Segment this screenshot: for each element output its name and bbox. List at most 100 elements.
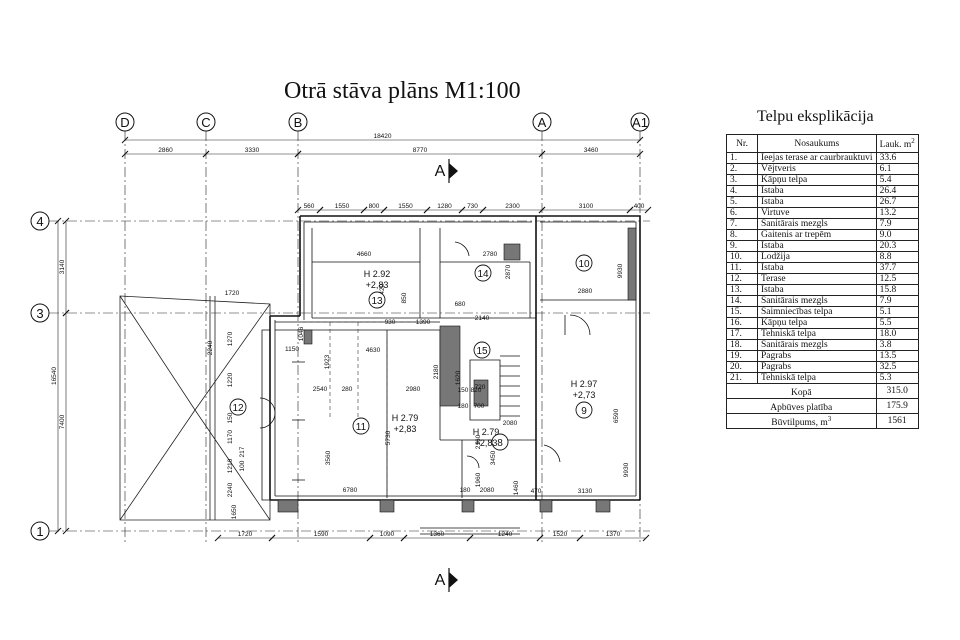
room-13-height: H 2.92	[364, 269, 391, 279]
terrace-roof	[119, 295, 271, 521]
interior-dimension: 930	[385, 319, 396, 326]
walls	[119, 215, 641, 535]
dim-tick	[360, 206, 368, 214]
top-chain-dimension: 1550	[398, 203, 413, 210]
interior-dimension: 850	[401, 292, 408, 303]
top-span-dimension: 8770	[413, 147, 428, 154]
axis-row-1: 1	[36, 524, 43, 539]
dim-tick	[294, 150, 302, 158]
total-label-text: Kopā	[790, 388, 812, 399]
interior-dimension: 2880	[578, 288, 593, 295]
top-span-dimension: 3330	[245, 147, 260, 154]
dim-tick	[538, 206, 546, 214]
bottom-chain-dimension: 1590	[314, 531, 329, 538]
stair-steps	[500, 355, 520, 417]
top-chain-dimension: 3100	[579, 203, 594, 210]
column-hatch	[503, 243, 521, 261]
bottom-chain-dimension: 1370	[606, 531, 621, 538]
column-hatch	[303, 329, 313, 345]
room-9-level: +2,73	[573, 390, 596, 400]
room-13-number: 13	[371, 296, 383, 307]
room-number-circle	[352, 417, 370, 435]
room-number-circle	[368, 291, 386, 309]
interior-dimension: 1270	[227, 331, 234, 346]
interior-dimension: 2080	[503, 420, 518, 427]
interior-dimension: 2140	[475, 315, 490, 322]
total-label: Apbūves platība	[726, 398, 877, 415]
dim-tick	[644, 206, 652, 214]
interior-dimension: 700	[474, 403, 485, 410]
interior-dimension: 150	[227, 412, 234, 423]
dim-tick	[423, 206, 431, 214]
dim-tick	[268, 534, 276, 542]
interior-dimension: 3450	[490, 450, 497, 465]
door-swings	[259, 241, 591, 469]
room-number-circle	[575, 401, 593, 419]
beam-lines	[302, 321, 430, 498]
room-9-height: H 2.97	[571, 379, 598, 389]
table-header-row: Nr. Nosaukums Lauk. m2	[726, 134, 919, 153]
section-arrow	[449, 163, 458, 179]
interior-dimension: 1170	[227, 430, 234, 444]
dim-tick	[536, 534, 544, 542]
exterior-wall	[269, 215, 641, 501]
interior-dimension: 1390	[416, 319, 431, 326]
total-value: 1561	[875, 413, 919, 430]
interior-dimension: 6780	[343, 487, 358, 494]
interior-dimension: 5730	[385, 430, 392, 445]
dim-tick	[214, 534, 222, 542]
column-hatch	[461, 499, 475, 513]
dim-tick	[121, 150, 129, 158]
interior-dimension: 470	[531, 488, 542, 495]
interior-dimension: 1460	[513, 480, 520, 495]
interior-dimension: 6590	[613, 408, 620, 423]
room-14-number: 14	[477, 269, 489, 280]
room-8-height: H 2.79	[473, 427, 500, 437]
interior-dimension: 1650	[231, 504, 238, 519]
interior-dimension: 180	[460, 487, 471, 494]
axis-column-c: C	[201, 115, 210, 130]
room-number-circle	[491, 433, 509, 451]
windows-left	[261, 329, 305, 501]
total-value: 175.9	[875, 398, 919, 415]
dim-tick	[642, 534, 650, 542]
room-8-level: +2,83	[475, 438, 498, 448]
axis-row-4: 4	[36, 214, 43, 229]
total-label-text: Būvtilpums, m	[771, 418, 828, 429]
dim-tick	[466, 534, 474, 542]
header-area-label: Lauk. m	[879, 140, 912, 151]
axis-row-3: 3	[36, 306, 43, 321]
bottom-chain-dimension: 1090	[380, 531, 395, 538]
interior-dimension: 2870	[505, 264, 512, 279]
interior-dimension: 820	[471, 387, 482, 394]
interior-dimension: 2240	[227, 482, 234, 497]
interior-dimension: 1210	[227, 458, 234, 473]
interior-dimension: 1960	[475, 472, 482, 487]
interior-dimension: 4660	[357, 251, 372, 258]
bottom-chain-dimension: 1360	[430, 531, 445, 538]
dim-tick	[202, 150, 210, 158]
left-dimension-3140: 3140	[59, 259, 66, 274]
room-11-number: 11	[356, 422, 367, 433]
dim-tick	[121, 136, 129, 144]
room-number-circle	[474, 264, 492, 282]
room-13-level: +2,83	[366, 280, 389, 290]
dim-tick	[54, 217, 62, 225]
overall-width-dimension: 18420	[373, 133, 391, 140]
inner-wall-line	[274, 221, 637, 497]
room-8-number: 8	[497, 438, 503, 449]
header-area-sup: 2	[911, 137, 915, 146]
interior-dimension: 1923	[324, 354, 331, 369]
column-hatch	[473, 379, 489, 407]
